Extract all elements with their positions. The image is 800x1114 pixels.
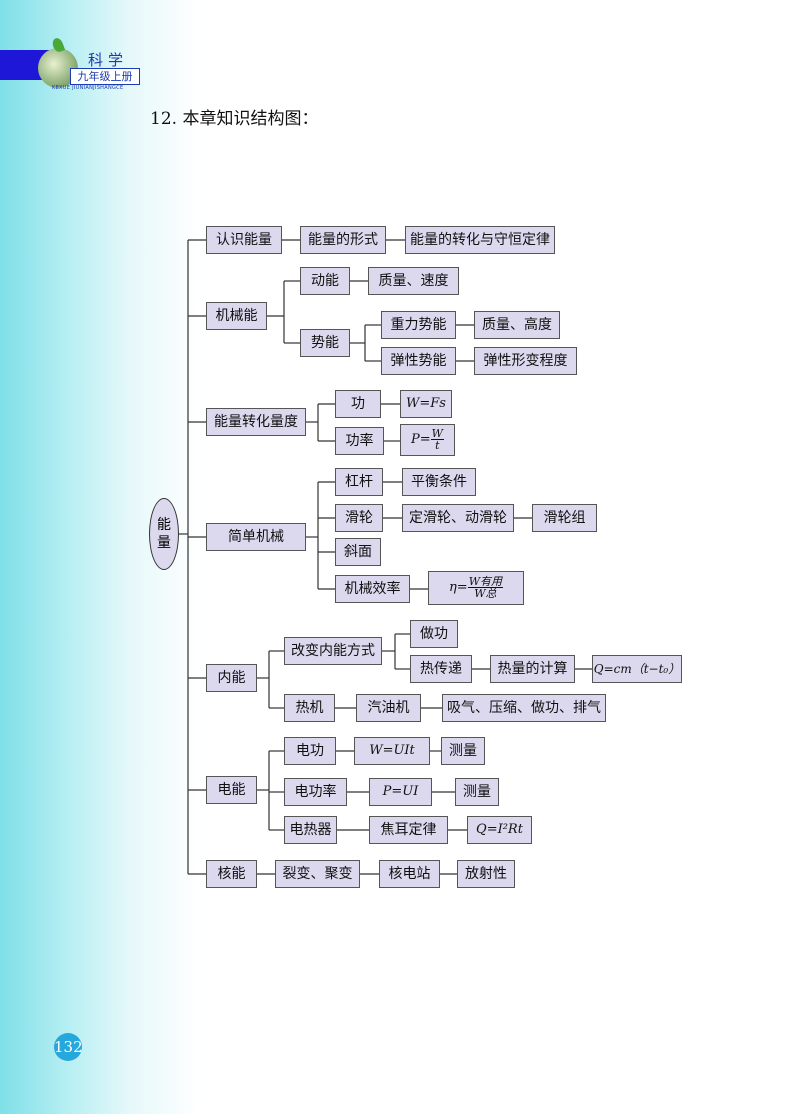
node-energy-forms: 能量的形式 [300, 226, 386, 254]
node-measure-1: 测量 [441, 737, 485, 765]
node-pulley: 滑轮 [335, 504, 383, 532]
node-potential: 势能 [300, 329, 350, 357]
root-char-2: 量 [157, 535, 171, 551]
node-strokes: 吸气、压缩、做功、排气 [442, 694, 606, 722]
node-pulley-types: 定滑轮、动滑轮 [402, 504, 514, 532]
node-gravity-pe: 重力势能 [381, 311, 456, 339]
node-fission-fusion: 裂变、聚变 [275, 860, 360, 888]
node-nuclear-plant: 核电站 [379, 860, 440, 888]
formula-eff-den: W总 [474, 587, 497, 600]
subject-title: 科学 [88, 51, 129, 69]
node-joule-law: 焦耳定律 [369, 816, 448, 844]
formula-power-num: W [430, 427, 444, 440]
node-electric-power: 电功率 [284, 778, 347, 806]
node-energy-measure: 能量转化量度 [206, 408, 306, 436]
formula-power-lhs: P= [411, 432, 431, 447]
node-electric-energy: 电能 [206, 776, 257, 804]
pinyin-label: KEXUE JIUNIANJISHANGCE [52, 85, 124, 91]
node-nuclear-energy: 核能 [206, 860, 257, 888]
node-pulley-block: 滑轮组 [532, 504, 597, 532]
formula-joule: Q=I²Rt [467, 816, 532, 844]
node-mass-speed: 质量、速度 [368, 267, 459, 295]
node-conservation-law: 能量的转化与守恒定律 [405, 226, 555, 254]
formula-electric-power: P=UI [369, 778, 432, 806]
formula-power-den: t [435, 439, 440, 452]
root-node-energy: 能 量 [149, 498, 179, 570]
node-electric-work: 电功 [284, 737, 336, 765]
node-deformation: 弹性形变程度 [474, 347, 577, 375]
section-title: 12. 本章知识结构图： [150, 109, 319, 129]
node-heat-engine: 热机 [284, 694, 335, 722]
node-elastic-pe: 弹性势能 [381, 347, 456, 375]
node-mass-height: 质量、高度 [474, 311, 560, 339]
node-kinetic: 动能 [300, 267, 350, 295]
node-heat-calc: 热量的计算 [490, 655, 575, 683]
formula-eff-num: W有用 [467, 575, 503, 588]
node-gas-engine: 汽油机 [356, 694, 421, 722]
node-measure-2: 测量 [455, 778, 499, 806]
node-heat-transfer: 热传递 [410, 655, 472, 683]
node-efficiency: 机械效率 [335, 575, 410, 603]
node-electric-heater: 电热器 [284, 816, 337, 844]
root-char-1: 能 [157, 517, 171, 533]
node-do-work: 做功 [410, 620, 458, 648]
node-lever: 杠杆 [335, 468, 383, 496]
formula-electric-work: W=UIt [354, 737, 430, 765]
node-incline: 斜面 [335, 538, 381, 566]
formula-work: W=Fs [400, 390, 452, 418]
node-simple-machines: 简单机械 [206, 523, 306, 551]
node-internal-energy: 内能 [206, 664, 257, 692]
node-change-method: 改变内能方式 [284, 637, 382, 665]
node-radioactivity: 放射性 [457, 860, 515, 888]
node-power: 功率 [335, 427, 384, 455]
page-number: 132 [54, 1033, 83, 1061]
node-recognize-energy: 认识能量 [206, 226, 282, 254]
node-mechanical-energy: 机械能 [206, 302, 267, 330]
node-balance: 平衡条件 [402, 468, 476, 496]
node-work: 功 [335, 390, 381, 418]
formula-heat: Q=cm（t−t₀） [592, 655, 682, 683]
grade-label: 九年级上册 [70, 68, 140, 85]
formula-eff-lhs: η= [449, 580, 468, 595]
